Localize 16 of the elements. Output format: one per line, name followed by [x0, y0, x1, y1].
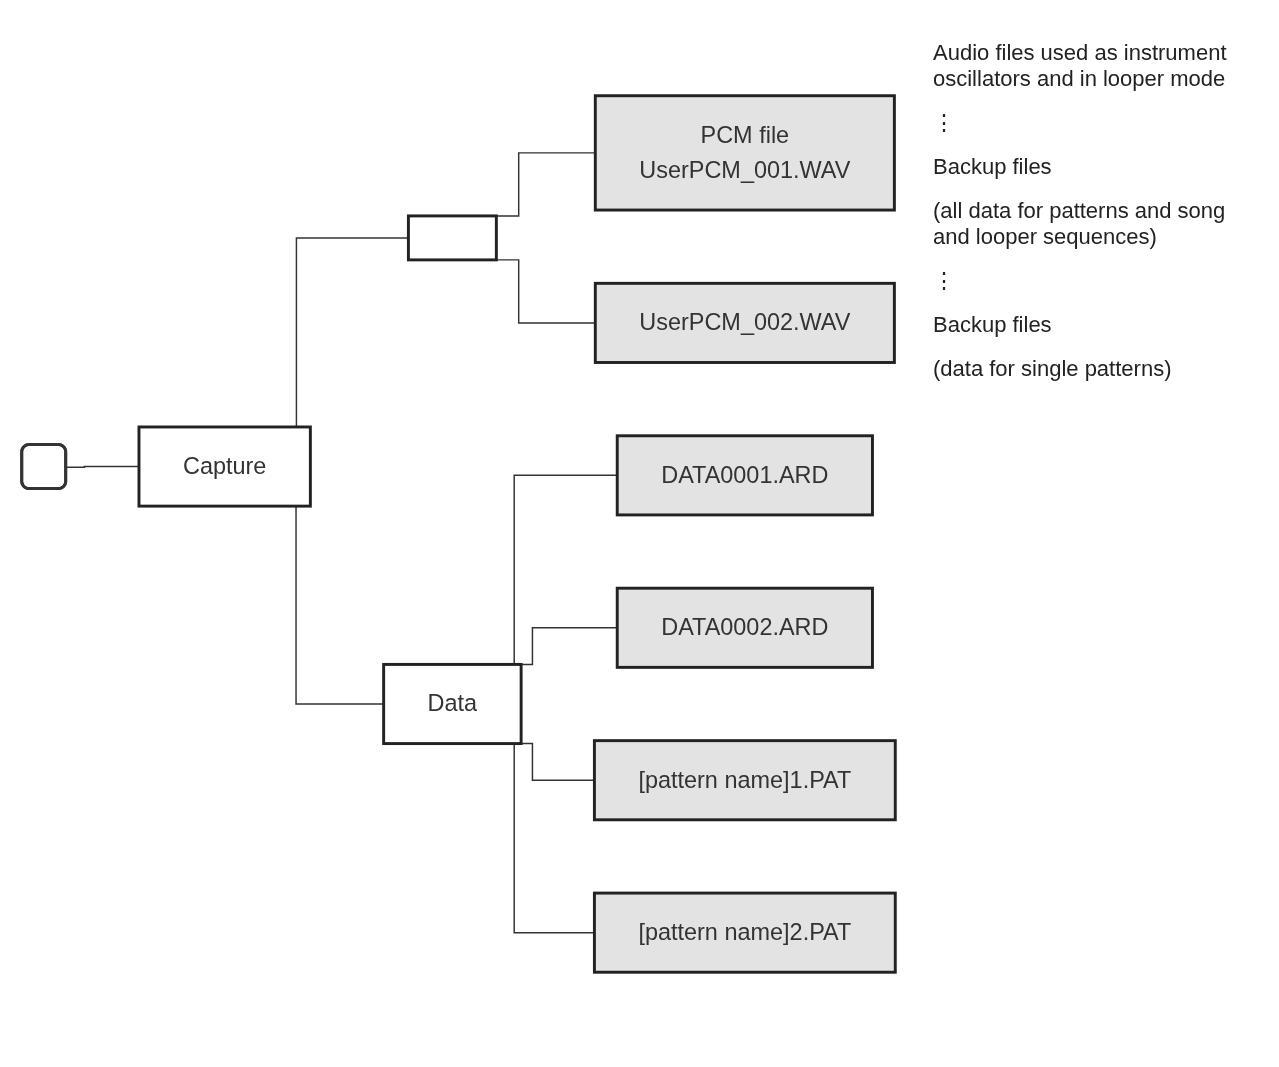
node-box: [pattern name]1.PAT	[592, 738, 897, 821]
note-text: ⋮	[933, 110, 956, 136]
note-text: (all data for patterns and song and looper sequences)	[933, 198, 1227, 250]
note-text: Backup files	[933, 312, 1053, 338]
node-box: DATA0002.ARD	[615, 586, 874, 669]
node-box: [pattern name]2.PAT	[592, 891, 897, 974]
note-text: ⋮	[933, 268, 956, 294]
note-text: Backup files	[933, 154, 1053, 180]
node-box: Data	[382, 662, 523, 745]
note-text: (data for single patterns)	[933, 356, 1173, 382]
node-box: Capture	[137, 425, 312, 508]
note-text: Audio files used as instrument oscillators and in looper mode	[933, 40, 1228, 92]
node-box: PCM file UserPCM_001.WAV	[593, 93, 896, 212]
node-box: UserPCM_002.WAV	[593, 281, 896, 364]
node-folder	[406, 213, 498, 261]
node-box: DATA0001.ARD	[615, 433, 874, 516]
